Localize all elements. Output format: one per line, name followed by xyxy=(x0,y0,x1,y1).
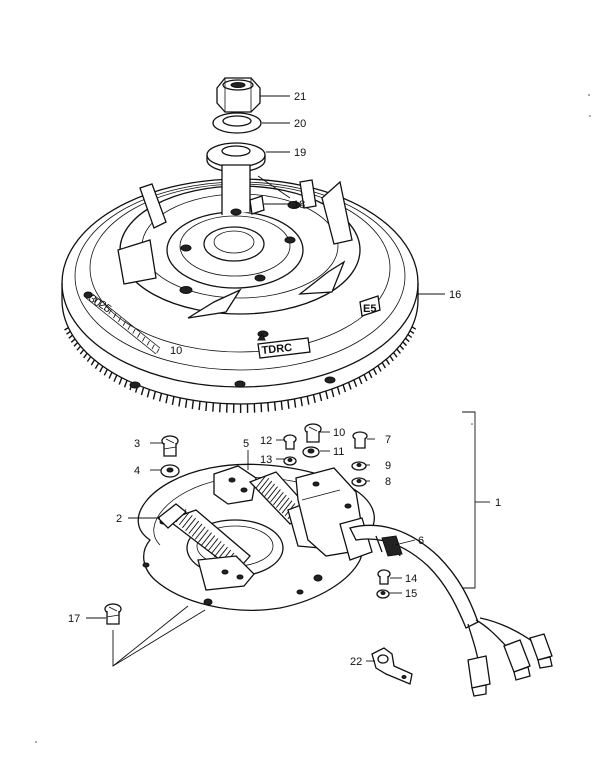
washer-4 xyxy=(161,465,179,477)
washer-11 xyxy=(303,447,319,457)
callout-7: 7 xyxy=(385,434,391,446)
callout-21: 21 xyxy=(294,91,306,103)
clamp-22 xyxy=(372,648,412,684)
lock-washer xyxy=(213,113,261,133)
callout-1: 1 xyxy=(495,497,501,509)
screw-12 xyxy=(284,435,296,449)
callout-17: 17 xyxy=(68,613,80,625)
flywheel: 30 25 10 TDRC E5 xyxy=(62,165,418,413)
screw-7 xyxy=(353,432,367,448)
callout-12: 12 xyxy=(260,435,272,447)
callout-3: 3 xyxy=(134,438,140,450)
callout-6: 6 xyxy=(418,535,424,547)
callout-22: 22 xyxy=(350,656,362,668)
screw-3 xyxy=(162,436,178,456)
screw-17 xyxy=(105,604,121,624)
callout-8: 8 xyxy=(385,476,391,488)
terminal-2 xyxy=(504,640,530,680)
callout-2: 2 xyxy=(116,513,122,525)
washer-15 xyxy=(377,590,389,598)
terminal-1 xyxy=(468,656,490,696)
callout-15: 15 xyxy=(405,588,417,600)
e5-badge-text: E5 xyxy=(363,303,376,315)
scale-label-10: 10 xyxy=(170,345,182,357)
callout-19: 19 xyxy=(294,147,306,159)
callout-18: 18 xyxy=(293,199,305,211)
callout-13: 13 xyxy=(260,454,272,466)
callout-16: 16 xyxy=(449,289,461,301)
flywheel-nut xyxy=(217,78,260,112)
washer-13 xyxy=(284,457,296,465)
callout-11: 11 xyxy=(333,446,344,458)
terminal-3 xyxy=(530,634,552,668)
callout-14: 14 xyxy=(405,573,417,585)
callout-20: 20 xyxy=(294,118,306,130)
screw-14 xyxy=(378,570,390,584)
callout-5: 5 xyxy=(243,438,249,450)
washer-9 xyxy=(352,462,366,470)
washer-8 xyxy=(352,478,366,486)
callout-9: 9 xyxy=(385,460,391,472)
screw-10 xyxy=(305,424,321,442)
callout-10: 10 xyxy=(333,427,345,439)
callout-4: 4 xyxy=(134,465,140,477)
